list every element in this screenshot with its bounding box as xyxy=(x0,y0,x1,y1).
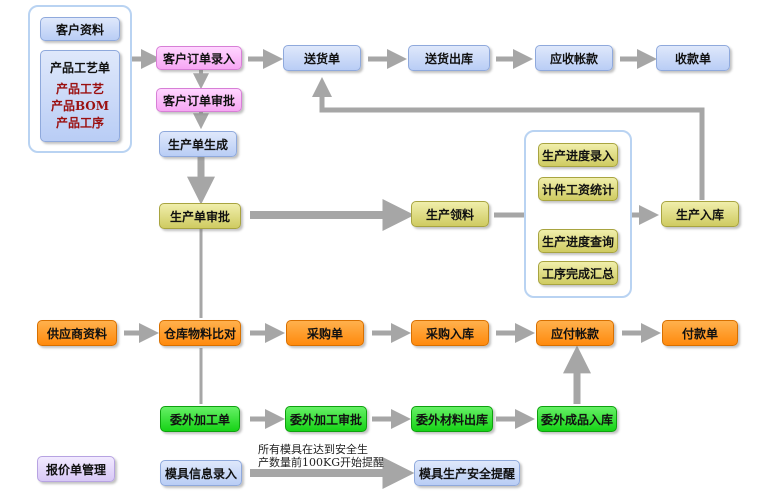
mold-alert-note: 所有模具在达到安全生 产数量前100KG开始提醒 xyxy=(258,443,384,469)
customer-info-node[interactable]: 客户资料 xyxy=(40,17,120,41)
order-review-node[interactable]: 客户订单审批 xyxy=(156,88,242,112)
order-entry-node[interactable]: 客户订单录入 xyxy=(156,46,242,70)
purchase-order-node[interactable]: 采购单 xyxy=(286,320,364,346)
progress-entry-node[interactable]: 生产进度录入 xyxy=(538,143,618,167)
payable-node[interactable]: 应付帐款 xyxy=(536,320,614,346)
outsource-order-node[interactable]: 委外加工单 xyxy=(160,406,240,432)
outsource-material-out-node[interactable]: 委外材料出库 xyxy=(411,406,493,432)
receivable-node[interactable]: 应收帐款 xyxy=(535,45,613,71)
mold-alert-note-line-2: 产数量前100KG开始提醒 xyxy=(258,456,384,469)
process-subitems: 产品工艺 产品BOM 产品工序 xyxy=(50,82,110,130)
mold-alert-node[interactable]: 模具生产安全提醒 xyxy=(414,460,520,486)
progress-query-node[interactable]: 生产进度查询 xyxy=(538,229,618,253)
material-pick-node[interactable]: 生产领料 xyxy=(411,201,489,227)
quote-mgmt-node[interactable]: 报价单管理 xyxy=(37,456,115,482)
piece-wage-node[interactable]: 计件工资统计 xyxy=(538,177,618,201)
purchase-in-node[interactable]: 采购入库 xyxy=(411,320,489,346)
process-summary-node[interactable]: 工序完成汇总 xyxy=(538,261,618,285)
delivery-out-node[interactable]: 送货出库 xyxy=(408,45,490,71)
delivery-note-node[interactable]: 送货单 xyxy=(283,45,361,71)
mold-alert-note-line-1: 所有模具在达到安全生 xyxy=(258,443,368,456)
warehouse-compare-node[interactable]: 仓库物料比对 xyxy=(159,320,241,346)
production-in-node[interactable]: 生产入库 xyxy=(661,201,739,227)
mold-info-node[interactable]: 模具信息录入 xyxy=(160,460,242,486)
receipt-node[interactable]: 收款单 xyxy=(656,45,730,71)
outsource-product-in-node[interactable]: 委外成品入库 xyxy=(537,406,617,432)
product-process-node[interactable]: 产品工艺单 产品工艺 产品BOM 产品工序 xyxy=(40,50,120,142)
production-approve-node[interactable]: 生产单审批 xyxy=(159,203,241,229)
supplier-info-node[interactable]: 供应商资料 xyxy=(37,320,117,346)
payment-node[interactable]: 付款单 xyxy=(662,320,738,346)
outsource-review-node[interactable]: 委外加工审批 xyxy=(285,406,367,432)
arrow-prod-in-to-delivery xyxy=(312,77,705,200)
production-gen-node[interactable]: 生产单生成 xyxy=(159,131,237,157)
